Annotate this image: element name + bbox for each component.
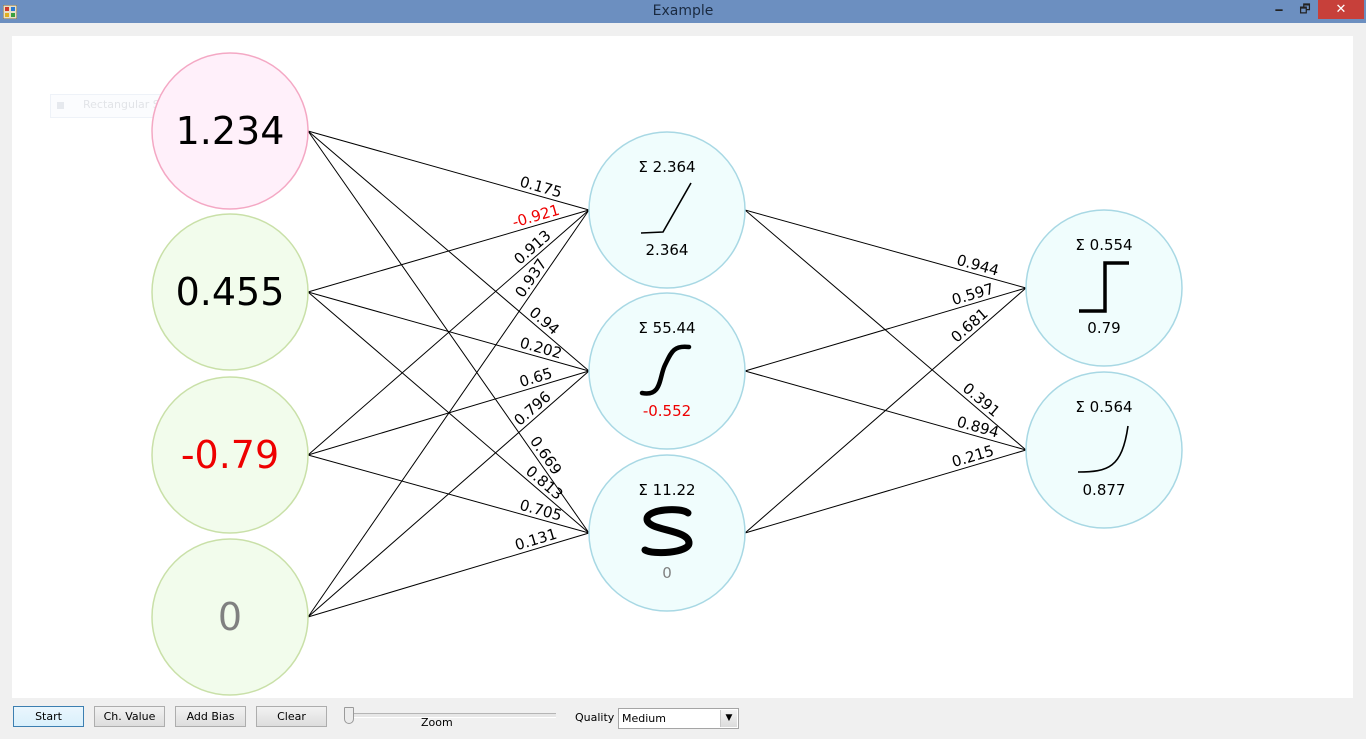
connections [307,130,1027,618]
network-diagram: 0.1750.940.669-0.9210.2020.8130.9130.650… [151,52,1183,696]
zoom-slider-track[interactable] [346,713,556,718]
edge-h2-out1-line [744,449,1027,534]
edge-in1-h0-line [307,209,590,293]
exponential-activation-icon [1077,425,1129,473]
hidden-sum: Σ 55.44 [638,319,695,337]
relu-activation-icon [640,182,692,234]
window-title: Example [652,3,714,19]
hidden-neuron[interactable] [588,131,746,289]
hidden-sum: Σ 2.364 [638,158,695,176]
input-value: 0.455 [176,270,285,314]
chevron-down-icon[interactable]: ▼ [720,710,737,727]
zoom-slider-thumb[interactable] [344,707,354,724]
hidden-output: -0.552 [643,402,691,420]
edge-in3-h2-line [307,532,590,618]
edge-in1-h1-weight: 0.202 [518,334,564,363]
edge-h2-out1-weight: 0.215 [950,442,996,471]
edge-in1-h1-line [307,291,590,372]
edge-h1-out0-line [744,287,1027,372]
quality-selected-value: Medium [622,712,666,725]
zoom-label: Zoom [421,716,453,729]
close-icon[interactable]: ✕ [1318,0,1364,19]
output-sum: Σ 0.554 [1075,236,1132,254]
edge-in0-h0-weight: 0.175 [518,173,564,202]
edge-in2-h1-weight: 0.65 [517,364,554,391]
edge-in3-h1-weight: 0.796 [510,388,554,430]
quality-label: Quality [575,711,615,724]
edge-h0-out0-weight: 0.944 [955,251,1001,280]
hidden-sum: Σ 11.22 [638,481,695,499]
snip-icon [57,102,64,109]
minimize-icon[interactable]: 🗕 [1274,2,1284,16]
snip-label: Rectangular Snip [83,98,177,111]
output-sum: Σ 0.564 [1075,398,1132,416]
hidden-neuron[interactable] [588,292,746,450]
input-neuron[interactable] [151,213,309,371]
input-neuron[interactable] [151,376,309,534]
edge-in3-h0-line [307,209,590,618]
output-output: 0.79 [1087,319,1120,337]
input-value: 1.234 [176,109,285,153]
edge-h2-out0-line [744,287,1027,534]
weight-labels: 0.1750.940.669-0.9210.2020.8130.9130.650… [510,173,1003,555]
restore-icon[interactable]: 🗗 [1299,2,1311,16]
input-value: -0.79 [181,433,279,477]
start-button[interactable]: Start [13,706,84,727]
edge-in3-h2-weight: 0.131 [513,525,559,555]
input-neuron[interactable] [151,538,309,696]
clear-button[interactable]: Clear [256,706,327,727]
hidden-output: 2.364 [646,241,689,259]
edge-in0-h0-line [307,130,590,211]
input-neuron[interactable] [151,52,309,210]
title-bar: Example 🗕 🗗 ✕ [0,0,1366,23]
add-bias-button[interactable]: Add Bias [175,706,246,727]
step-activation-icon [1079,261,1129,313]
input-value: 0 [218,595,242,639]
quality-select[interactable]: Medium ▼ [618,708,739,729]
output-output: 0.877 [1083,481,1126,499]
edge-h0-out0-line [744,209,1027,289]
edge-h2-out0-weight: 0.681 [947,304,991,346]
edge-in1-h0-weight: -0.921 [510,201,561,232]
sigmoid-activation-icon [641,506,693,557]
hidden-output: 0 [662,564,672,582]
output-neuron[interactable] [1025,371,1183,529]
tanh-activation-icon [639,344,692,396]
edge-in3-h1-line [307,370,590,618]
change-value-button[interactable]: Ch. Value [94,706,165,727]
neurons: 1.234 0.455 -0.79 0 Σ 2.364 2.364 Σ 55.44 -0.55… [151,52,1183,696]
edge-h1-out0-weight: 0.597 [950,280,996,309]
edge-in2-h0-line [307,209,590,456]
